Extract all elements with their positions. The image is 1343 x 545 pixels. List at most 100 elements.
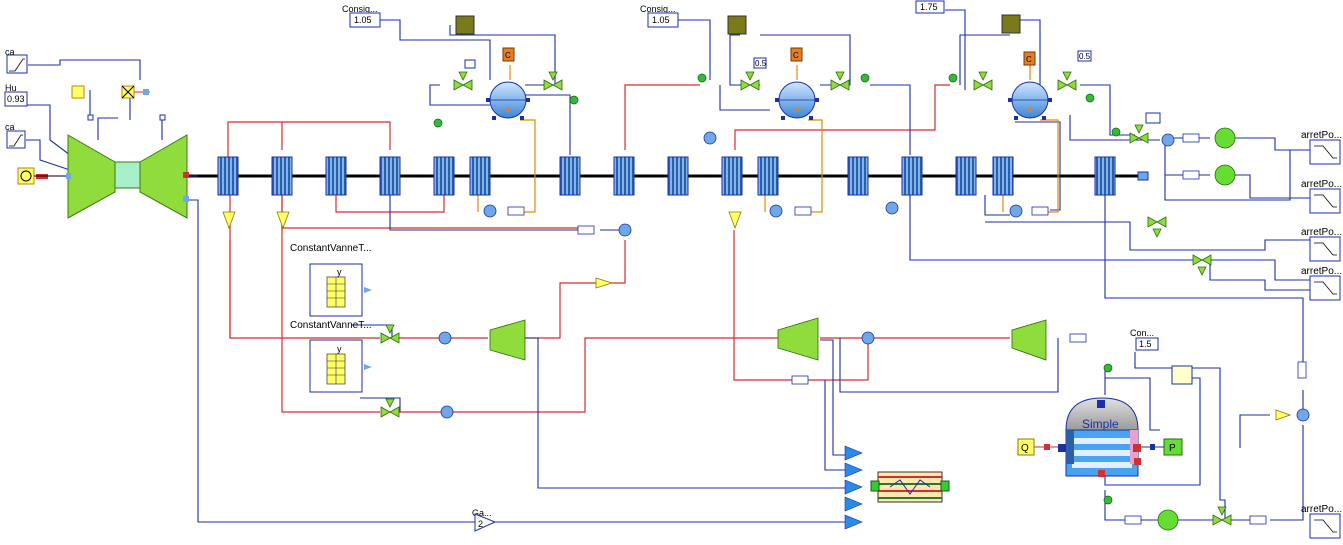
input-port[interactable] [844,462,863,478]
flow-sensor[interactable] [1111,127,1121,137]
param-box-1[interactable] [753,57,767,69]
valve[interactable] [973,71,993,91]
flow-sensor[interactable] [948,73,958,83]
check-valve[interactable] [1124,515,1142,525]
constant-table-2[interactable]: ConstantVanneT... y [290,320,372,393]
flow-sensor[interactable] [860,73,870,83]
mixer[interactable] [1009,204,1023,218]
mixer[interactable] [438,331,452,345]
pump-circle[interactable] [1157,509,1179,531]
gain-block[interactable] [1275,409,1292,421]
heat-exchanger[interactable] [667,156,689,196]
drum-lp[interactable] [1008,81,1052,120]
valve[interactable] [740,71,760,91]
valve[interactable] [1057,71,1077,91]
heat-exchanger[interactable] [469,156,491,196]
check-valve[interactable] [794,206,812,216]
condenser-simple[interactable]: Simple [1058,397,1141,477]
drum-hp[interactable] [486,81,530,120]
gain-block[interactable] [222,211,236,230]
heat-exchanger[interactable] [955,156,977,196]
con-block[interactable]: Con... 1.5 [1130,328,1159,351]
valve[interactable] [1212,506,1232,526]
gas-turbine[interactable] [67,134,189,219]
arret-block[interactable]: arretPo... [1301,227,1342,262]
check-valve[interactable] [1069,333,1087,343]
mixer[interactable] [861,331,875,345]
gain-2-block[interactable]: Ga... 2 [472,508,497,532]
consig-box-1[interactable] [349,12,381,28]
consig-box-2[interactable] [647,12,679,28]
turbine[interactable] [139,134,188,219]
valve[interactable] [1129,124,1149,144]
mixer[interactable] [1161,133,1175,147]
heat-exchanger[interactable] [901,156,923,196]
heat-exchanger[interactable] [757,156,779,196]
flow-sensor[interactable] [433,118,443,128]
pump[interactable] [777,317,819,361]
gain-block[interactable] [276,211,290,230]
valve[interactable] [543,71,563,91]
check-valve[interactable] [1182,133,1200,143]
input-port[interactable] [844,496,863,512]
check-valve[interactable] [1297,361,1307,379]
input-port[interactable] [844,479,863,495]
flow-sensor[interactable] [697,73,707,83]
constant-table-1[interactable]: ConstantVanneT... y [290,243,372,317]
arret-block[interactable]: arretPo... [1301,179,1342,214]
fuel-source[interactable] [17,167,35,185]
valve[interactable] [453,71,473,91]
heat-exchanger[interactable] [325,156,347,196]
valve[interactable] [380,324,400,344]
arret-block[interactable]: arretPo... [1301,504,1342,539]
mixer[interactable] [618,223,632,237]
flow-sensor[interactable] [1103,495,1113,505]
heat-exchanger[interactable] [721,156,743,196]
heat-exchanger[interactable] [379,156,401,196]
pump-circle[interactable] [1214,164,1236,186]
hu-constant[interactable] [4,91,28,107]
ramp-source-mid[interactable] [6,130,26,149]
heat-exchanger[interactable] [847,156,869,196]
gain-block[interactable] [595,277,614,289]
check-valve[interactable] [1249,515,1267,525]
mixer[interactable] [769,204,783,218]
arret-block[interactable]: arretPo... [1301,130,1342,165]
input-port[interactable] [844,445,863,461]
valve[interactable] [380,398,400,418]
input-port[interactable] [844,514,863,530]
heat-exchanger[interactable] [1094,156,1116,196]
ramp-source-top[interactable] [6,54,28,74]
check-valve[interactable] [577,225,595,235]
pump-circle[interactable] [1214,127,1236,149]
mixer[interactable] [885,201,899,215]
combustor[interactable] [114,161,141,189]
air-source-sensor[interactable] [71,85,85,99]
param-box-2[interactable] [1077,50,1092,62]
c-sensor[interactable]: C [502,47,515,62]
heat-exchanger[interactable] [217,156,239,196]
controller-mp[interactable] [727,15,747,35]
drum-mp[interactable] [775,81,819,120]
mixer[interactable] [1296,408,1310,422]
flow-sensor[interactable] [1103,363,1113,373]
heat-exchanger[interactable] [433,156,455,196]
check-valve[interactable] [1182,170,1200,180]
pump[interactable] [1011,319,1047,361]
check-valve[interactable] [1031,206,1049,216]
mixer[interactable] [483,204,497,218]
valve[interactable] [1192,254,1212,276]
valve[interactable] [1147,216,1167,238]
heat-exchanger[interactable] [559,156,581,196]
mixer[interactable] [703,131,717,145]
controller-lp[interactable] [1001,14,1021,34]
heat-exchanger[interactable] [992,156,1014,196]
flow-sensor[interactable] [569,95,579,105]
compressor[interactable] [67,134,116,219]
heat-exchanger[interactable] [271,156,293,196]
p-sensor[interactable]: P [1141,438,1183,456]
controller-hp[interactable] [455,15,475,35]
q-sensor[interactable]: Q [1017,438,1058,456]
check-valve[interactable] [791,375,809,385]
flow-sensor[interactable] [1085,93,1095,103]
